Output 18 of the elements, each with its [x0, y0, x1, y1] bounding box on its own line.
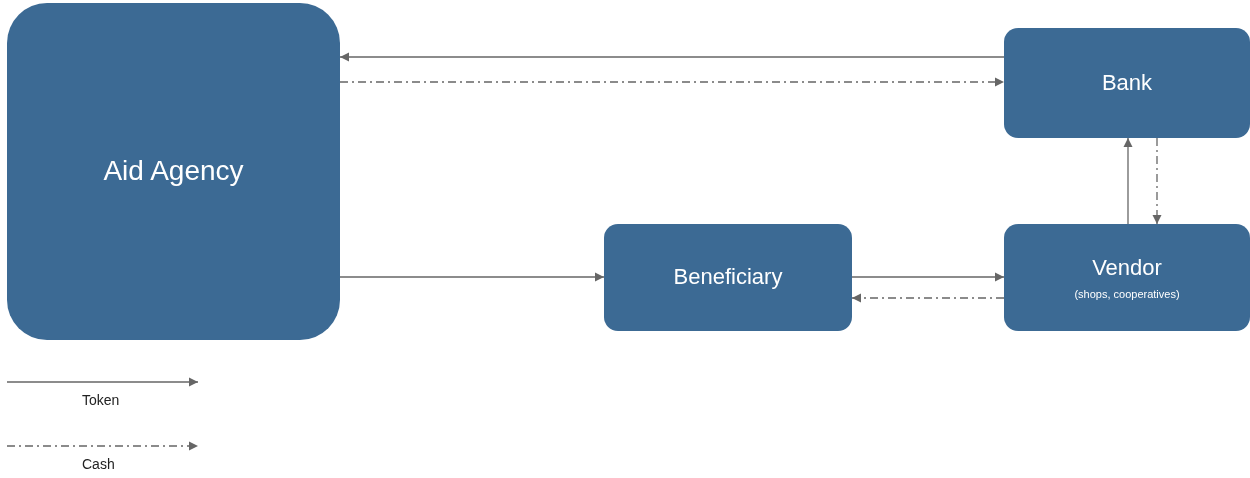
- legend-label: Cash: [82, 456, 116, 472]
- arrow: [1152, 137, 1162, 225]
- arrow: [851, 272, 1005, 282]
- node-label: Bank: [1101, 68, 1153, 97]
- process-box: [1004, 28, 1250, 138]
- node-label: Vendor: [1092, 254, 1162, 283]
- process-box: [1004, 224, 1250, 331]
- legend-label: Token: [82, 392, 121, 408]
- arrow: [339, 52, 1005, 62]
- node-subtitle: (shops, cooperatives): [1074, 286, 1180, 301]
- arrow: [339, 77, 1005, 87]
- arrow: [1123, 137, 1133, 225]
- process-box: [7, 3, 340, 340]
- node-label: Beneficiary: [673, 263, 783, 292]
- arrow: [851, 293, 1005, 303]
- node-label: Aid Agency: [103, 154, 244, 189]
- arrow: [339, 272, 605, 282]
- process-box: [604, 224, 852, 331]
